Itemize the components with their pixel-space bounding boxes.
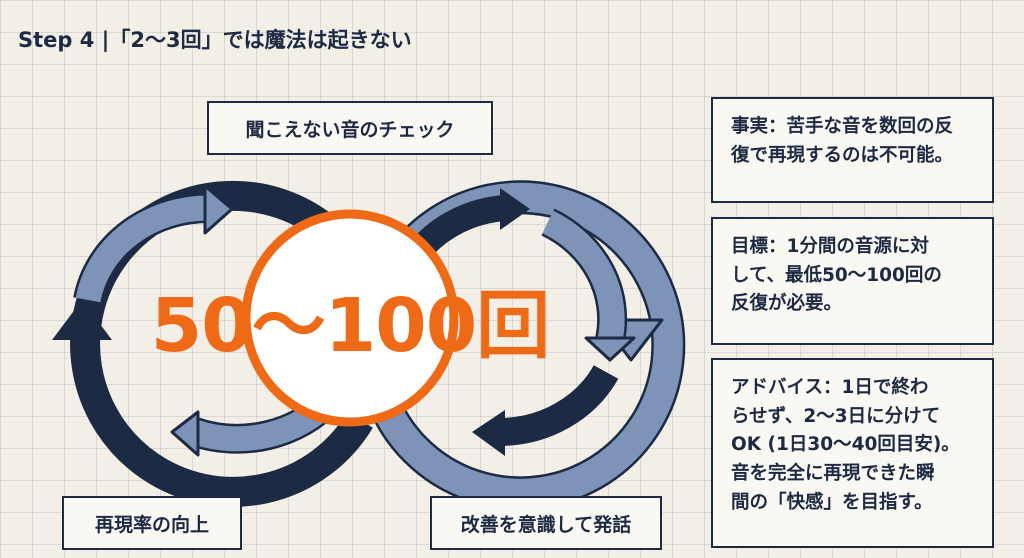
right-inner-arrowhead-top-icon (500, 188, 530, 230)
right-inner-arrowhead-mid-icon (584, 336, 636, 362)
center-count-text: 50〜100回 (150, 282, 550, 369)
left-outer-arc (70, 180, 373, 507)
info-advice-line: らせず、2〜3日に分けて (731, 405, 941, 427)
info-advice-line: OK (1日30〜40回目安)。 (731, 434, 960, 456)
right-inner-arc-bottom (499, 364, 619, 446)
left-inner-arrowhead-bottom-icon (170, 410, 200, 457)
info-fact-line: 復で再現するのは不可能。 (731, 144, 954, 166)
info-advice-line: 音を完全に再現できた瞬 (731, 463, 935, 485)
label-check-inaudible: 聞こえない音のチェック (207, 101, 493, 155)
right-loop (366, 180, 686, 511)
info-goal-line: 反復が必要。 (731, 293, 843, 315)
center-circle (241, 209, 459, 427)
info-advice-line: アドバイス：1日で終わ (731, 377, 929, 398)
info-fact-line: 事実：苦手な音を数回の反 (731, 116, 954, 137)
right-inner-arrowhead-bottom-icon (472, 410, 505, 456)
info-box-goal: 目標：1分間の音源に対 して、最低50〜100回の 反復が必要。 (711, 217, 994, 345)
left-inner-arrowhead-top-icon (203, 184, 234, 235)
label-conscious-speaking-text: 改善を意識して発話 (460, 513, 632, 536)
page-title: Step 4 |「2〜3回」では魔法は起きない (18, 28, 412, 52)
info-box-fact: 事実：苦手な音を数回の反 復で再現するのは不可能。 (711, 97, 994, 203)
label-reproduction-rate-text: 再現率の向上 (94, 513, 209, 536)
info-goal-line: 目標：1分間の音源に対 (731, 236, 929, 257)
left-outer-arrowhead-icon (52, 300, 112, 340)
label-check-inaudible-text: 聞こえない音のチェック (245, 118, 455, 141)
label-conscious-speaking: 改善を意識して発話 (430, 496, 662, 550)
info-box-advice: アドバイス：1日で終わ らせず、2〜3日に分けて OK (1日30〜40回目安)… (711, 358, 994, 548)
label-reproduction-rate: 再現率の向上 (62, 496, 242, 550)
info-advice-line: 間の「快感」を目指す。 (731, 491, 933, 513)
info-goal-line: して、最低50〜100回の (731, 264, 942, 286)
